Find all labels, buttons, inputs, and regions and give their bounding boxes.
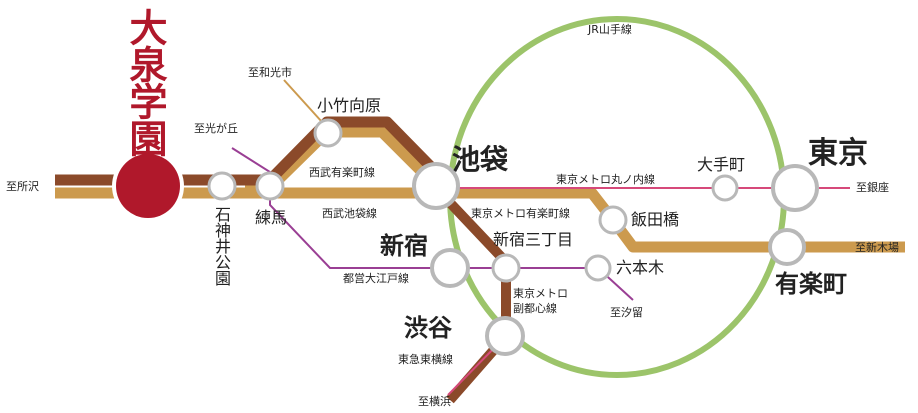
line-label-fukutoshin: 東京メトロ 副都心線 (513, 287, 568, 315)
wakoshi-branch (283, 79, 323, 123)
line-label-marunouchi: 東京メトロ丸ノ内線 (556, 173, 655, 186)
destination-ginza: 至銀座 (856, 181, 889, 194)
line-label-seibu-yurakucho: 西武有楽町線 (309, 166, 375, 179)
station-shinjuku3[interactable] (491, 253, 521, 283)
destination-tokorozawa: 至所沢 (6, 180, 39, 193)
destination-shinkiba: 至新木場 (855, 241, 899, 254)
station-name-ishigami: 石神井公園 (212, 206, 231, 286)
destination-yokohama: 至横浜 (418, 395, 451, 408)
station-name-otemachi: 大手町 (697, 155, 746, 174)
station-name-kotake: 小竹向原 (317, 96, 382, 115)
station-shibuya[interactable] (485, 316, 525, 356)
station-name-shinjuku: 新宿 (380, 231, 428, 260)
line-label-seibu-ikebukuro: 西武池袋線 (322, 207, 377, 220)
featured-station-marker[interactable] (116, 154, 180, 218)
fukutoshin-line (432, 184, 511, 404)
station-shinjuku[interactable] (430, 248, 470, 288)
station-name-shibuya: 渋谷 (404, 313, 452, 342)
destination-shiodome: 至汐留 (610, 306, 643, 319)
station-kotake[interactable] (313, 118, 343, 148)
station-name-nerima: 練馬 (255, 208, 288, 227)
station-yurakucho[interactable] (768, 228, 806, 266)
line-label-yamanote: JR山手線 (588, 23, 632, 36)
station-nerima[interactable] (255, 171, 285, 201)
line-label-toyoko: 東急東横線 (398, 353, 453, 366)
destination-wakoshi: 至和光市 (248, 66, 292, 79)
line-label-oedo: 都営大江戸線 (343, 272, 409, 285)
station-otemachi[interactable] (711, 174, 739, 202)
station-tokyo[interactable] (771, 164, 819, 212)
destination-hikarigaoka: 至光が丘 (194, 122, 238, 135)
line-label-metro-yurakucho: 東京メトロ有楽町線 (471, 207, 570, 220)
station-name-shinjuku3: 新宿三丁目 (493, 230, 574, 249)
station-name-tokyo: 東京 (808, 136, 868, 171)
featured-station-name: 大泉学園 (123, 8, 168, 156)
station-name-ikebukuro: 池袋 (452, 143, 509, 176)
station-iidabashi[interactable] (598, 205, 628, 235)
station-name-roppongi: 六本木 (616, 258, 665, 277)
station-ishigami[interactable] (207, 171, 237, 201)
station-ikebukuro[interactable] (412, 162, 460, 210)
station-roppongi[interactable] (584, 254, 612, 282)
station-name-yurakucho: 有楽町 (775, 269, 847, 298)
station-name-iidabashi: 飯田橋 (631, 210, 680, 229)
